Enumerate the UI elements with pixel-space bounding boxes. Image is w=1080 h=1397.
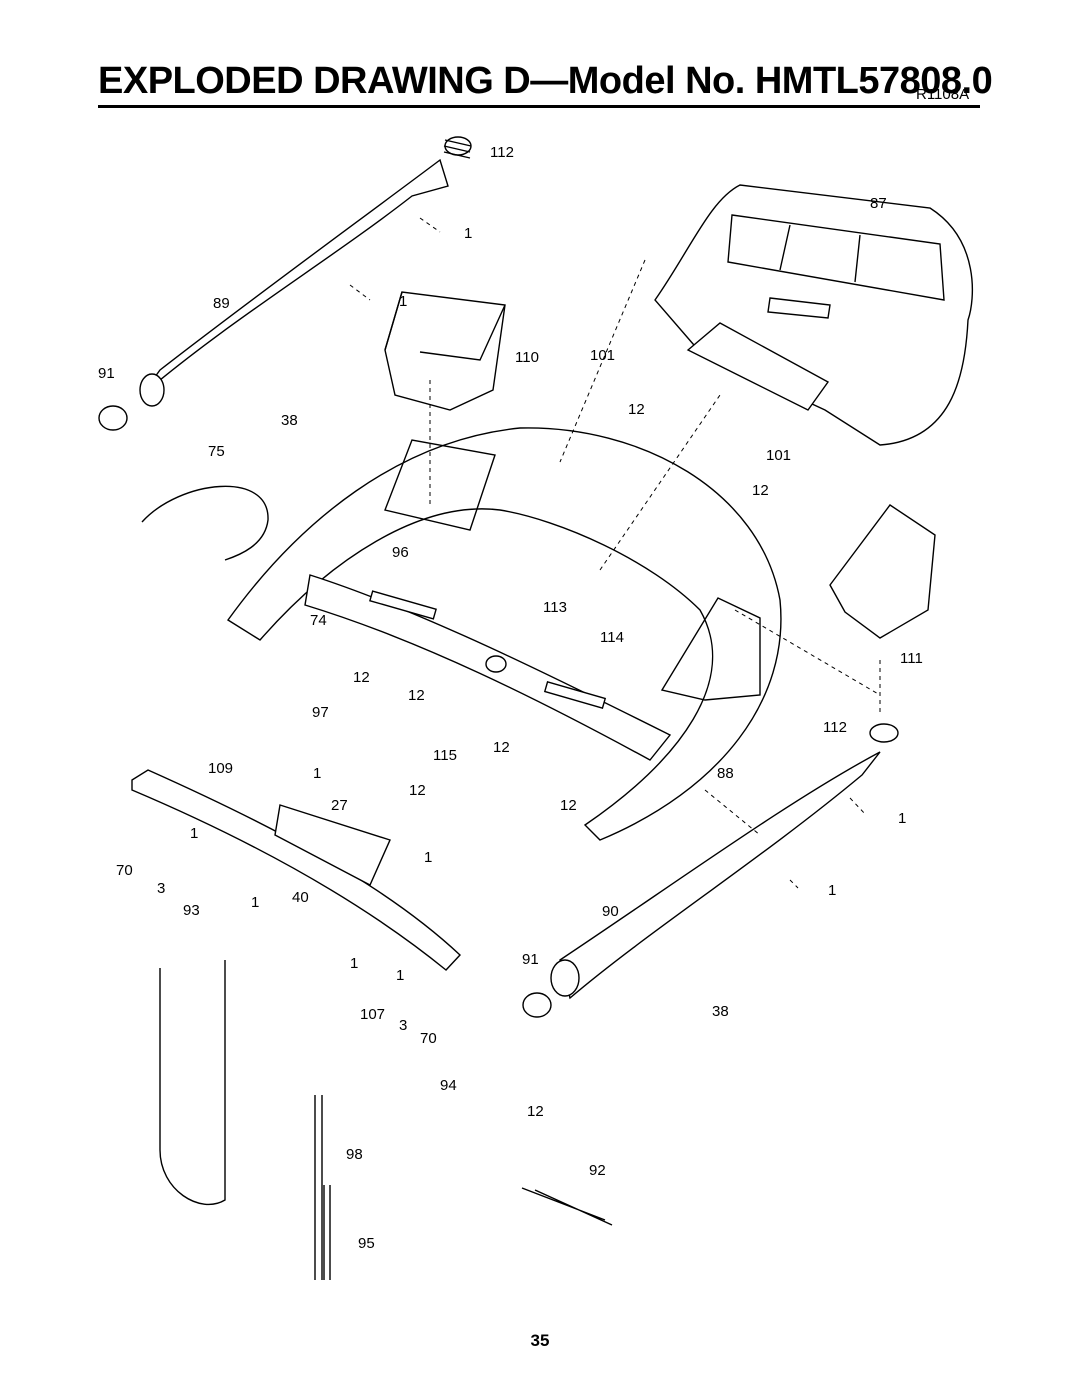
- wire-95: [323, 1185, 331, 1280]
- callout-label: 12: [752, 482, 769, 499]
- callout-label: 1: [464, 225, 472, 242]
- callout-label: 89: [213, 295, 230, 312]
- handrail-left: [98, 136, 472, 431]
- cable: [141, 485, 269, 561]
- assembly-lines: [349, 217, 881, 889]
- callout-label: 40: [292, 889, 309, 906]
- handrail-right: [522, 723, 899, 1018]
- callout-label: 101: [590, 347, 615, 364]
- callout-label: 111: [900, 650, 923, 667]
- callout-label: 38: [281, 412, 298, 429]
- callout-labels: 112 1 87 89 1 110 101 91 38 12 101 75 12…: [98, 144, 923, 1252]
- belt: [159, 960, 226, 1206]
- console-top: [654, 184, 974, 446]
- callout-label: 90: [602, 903, 619, 920]
- callout-label: 1: [424, 849, 432, 866]
- callout-label: 114: [600, 629, 624, 646]
- callout-label: 1: [190, 825, 198, 842]
- callout-label: 75: [208, 443, 225, 460]
- callout-label: 115: [433, 747, 457, 764]
- callout-label: 3: [399, 1017, 407, 1034]
- callout-label: 94: [440, 1077, 457, 1094]
- callout-label: 12: [409, 782, 426, 799]
- callout-label: 12: [560, 797, 577, 814]
- callout-label: 12: [628, 401, 645, 418]
- callout-label: 12: [527, 1103, 544, 1120]
- callout-label: 98: [346, 1146, 363, 1163]
- callout-label: 107: [360, 1006, 385, 1023]
- callout-label: 3: [157, 880, 165, 897]
- callout-label: 12: [408, 687, 425, 704]
- callout-label: 95: [358, 1235, 375, 1252]
- page-title: EXPLODED DRAWING D—Model No. HMTL57808.0: [98, 60, 993, 102]
- callout-label: 91: [522, 951, 539, 968]
- callout-label: 110: [515, 349, 539, 366]
- callout-label: 1: [313, 765, 321, 782]
- callout-label: 1: [350, 955, 358, 972]
- callout-label: 70: [420, 1030, 437, 1047]
- callout-label: 38: [712, 1003, 729, 1020]
- callout-label: 1: [399, 293, 407, 310]
- callout-label: 101: [766, 447, 791, 464]
- callout-label: 92: [589, 1162, 606, 1179]
- title-rule: [98, 105, 980, 108]
- callout-label: 93: [183, 902, 200, 919]
- callout-label: 12: [493, 739, 510, 756]
- callout-label: 1: [898, 810, 906, 827]
- cup-holder-right: [829, 504, 936, 639]
- callout-label: 113: [543, 599, 567, 616]
- callout-label: 74: [310, 612, 327, 629]
- callout-label: 1: [251, 894, 259, 911]
- callout-label: 97: [312, 704, 329, 721]
- callout-label: 12: [353, 669, 370, 686]
- rod-92: [521, 1187, 613, 1226]
- callout-label: 87: [870, 195, 887, 212]
- callout-label: 112: [823, 719, 847, 736]
- callout-label: 91: [98, 365, 115, 382]
- upright-frame: [226, 427, 782, 841]
- callout-label: 27: [331, 797, 348, 814]
- callout-label: 70: [116, 862, 133, 879]
- callout-label: 1: [828, 882, 836, 899]
- callout-label: 88: [717, 765, 734, 782]
- revision-code: R1108A: [916, 86, 970, 103]
- callout-label: 1: [396, 967, 404, 984]
- callout-label: 109: [208, 760, 233, 777]
- callout-label: 112: [490, 144, 514, 161]
- crossbar: [131, 769, 461, 971]
- cup-holder-left: [384, 291, 506, 411]
- page-number: 35: [530, 1331, 550, 1350]
- wire-98: [314, 1095, 323, 1280]
- callout-label: 96: [392, 544, 409, 561]
